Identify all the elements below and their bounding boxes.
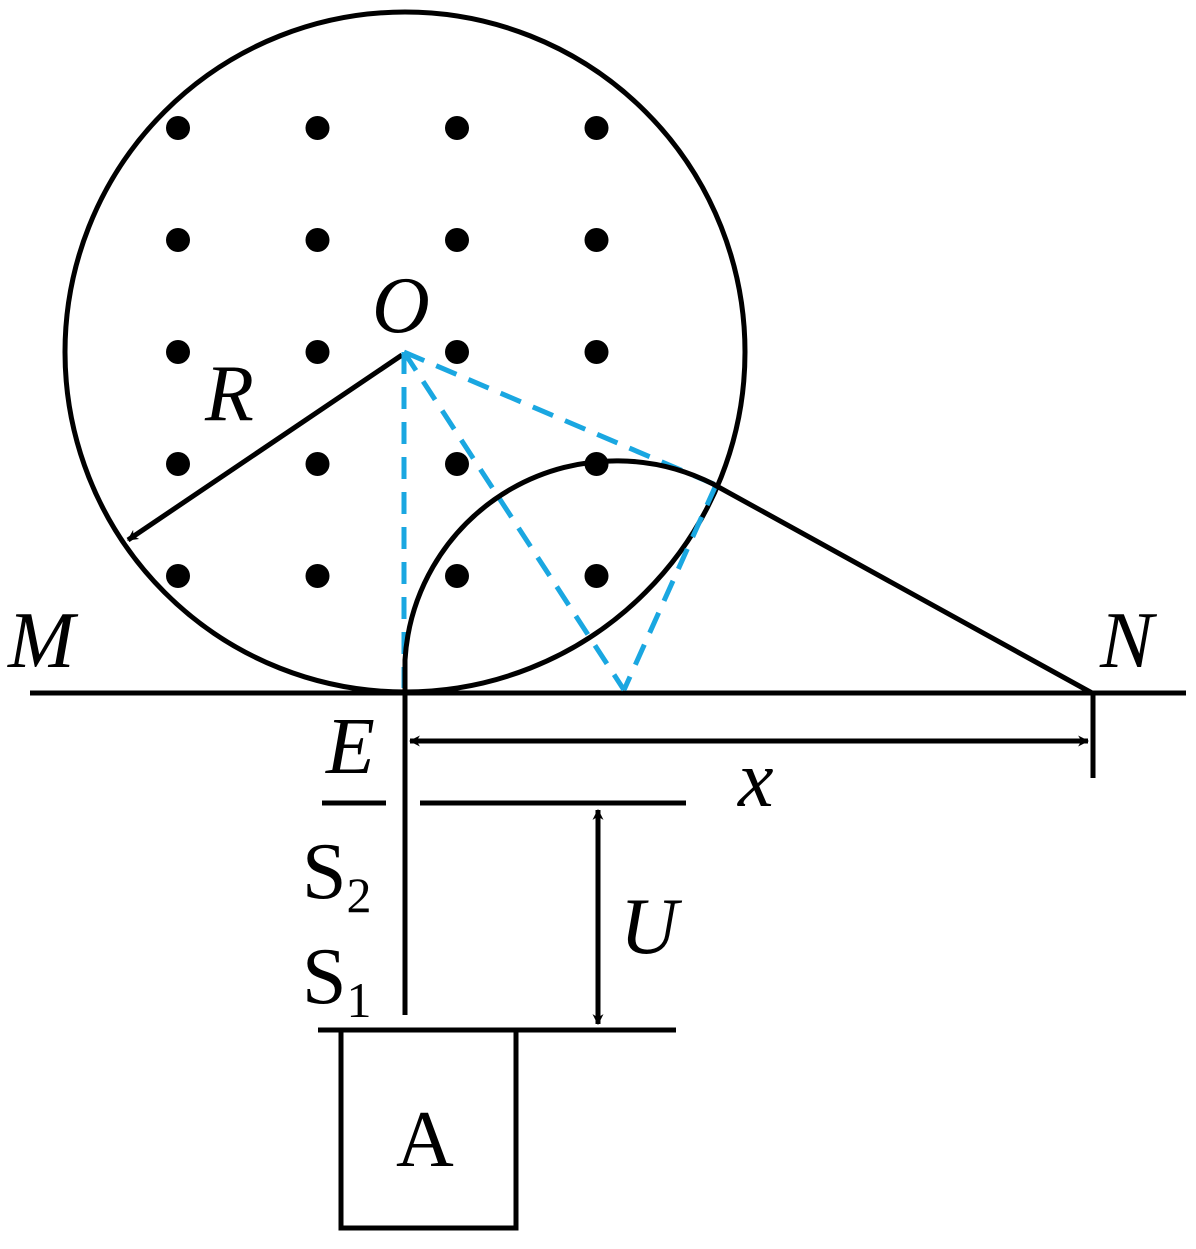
label-slit-s1-letter: S	[302, 933, 347, 1021]
label-radius-r: R	[204, 350, 254, 438]
radius-arrow	[126, 352, 404, 543]
field-dot	[305, 564, 330, 588]
label-slit-s1-sub: 1	[347, 972, 372, 1028]
field-dot	[445, 452, 469, 476]
field-dot	[166, 228, 190, 252]
field-dot	[584, 116, 609, 140]
field-dot	[584, 228, 609, 252]
field-dot	[445, 116, 469, 140]
label-center-o: O	[372, 262, 430, 350]
field-dot	[166, 116, 190, 140]
label-slit-s1: S1	[302, 933, 372, 1028]
label-m: M	[7, 597, 79, 685]
field-dot	[305, 116, 330, 140]
label-voltage-u: U	[620, 883, 683, 971]
field-dot	[305, 340, 330, 364]
label-slit-s2-letter: S	[302, 828, 347, 916]
field-dot	[305, 228, 330, 252]
label-slit-s2: S2	[302, 828, 372, 923]
field-dot	[166, 564, 190, 588]
particle-trajectory	[402, 458, 1094, 1015]
field-dot	[584, 340, 609, 364]
field-dot	[445, 340, 469, 364]
label-e: E	[325, 703, 375, 791]
field-dot	[584, 564, 609, 588]
magnetic-field-dots	[166, 116, 609, 588]
label-distance-x: x	[737, 736, 774, 824]
label-slit-s2-sub: 2	[347, 867, 372, 923]
label-n: N	[1099, 597, 1158, 685]
construction-lines	[401, 349, 719, 692]
source-box	[338, 1027, 519, 1231]
label-source-a: A	[396, 1096, 454, 1184]
field-dot	[305, 452, 330, 476]
field-dot	[445, 564, 469, 588]
field-dot	[166, 452, 190, 476]
field-dot	[166, 340, 190, 364]
field-dot	[445, 228, 469, 252]
